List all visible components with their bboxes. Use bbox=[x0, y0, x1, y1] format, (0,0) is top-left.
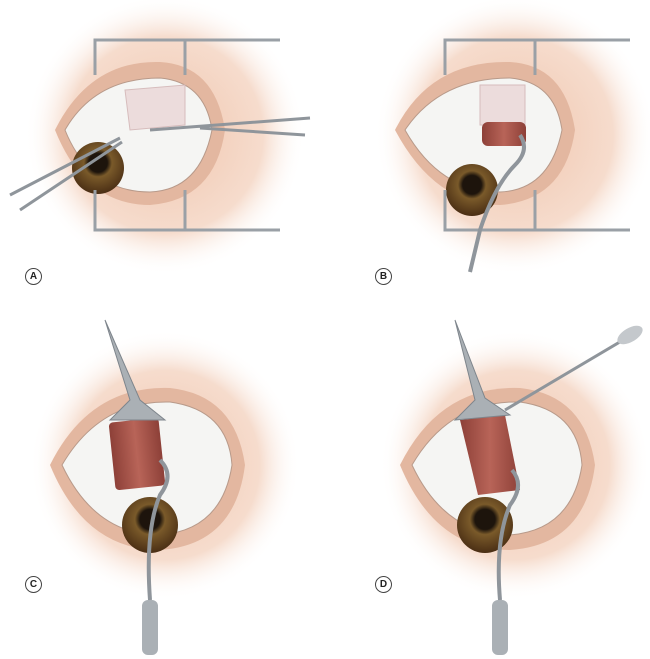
hook-handle bbox=[142, 600, 158, 655]
retractor bbox=[453, 319, 512, 421]
muscle-hook bbox=[468, 133, 526, 273]
panel-label-b: B bbox=[375, 268, 392, 285]
hook-handle bbox=[492, 600, 508, 655]
panel-label-d: D bbox=[375, 576, 392, 593]
cautery-instrument bbox=[504, 328, 641, 412]
speculum-upper bbox=[443, 38, 630, 75]
instrument-tip bbox=[617, 325, 643, 345]
panel-label-a: A bbox=[25, 268, 42, 285]
speculum-lower bbox=[93, 190, 280, 232]
forceps bbox=[9, 136, 123, 212]
muscle-hook bbox=[496, 468, 520, 601]
muscle-hook bbox=[146, 458, 170, 601]
panel-d bbox=[380, 319, 650, 655]
scissors bbox=[149, 116, 311, 137]
speculum-lower bbox=[443, 190, 630, 232]
panel-label-c: C bbox=[25, 576, 42, 593]
muscle-tendon bbox=[479, 84, 526, 126]
panel-c bbox=[30, 319, 300, 655]
muscle-tendon bbox=[124, 84, 186, 131]
iris bbox=[446, 164, 498, 216]
speculum-upper bbox=[93, 38, 280, 75]
panel-b bbox=[375, 0, 650, 275]
muscle-belly bbox=[108, 417, 166, 491]
panel-a bbox=[9, 0, 311, 275]
muscle-belly bbox=[460, 415, 520, 495]
retractor bbox=[104, 319, 167, 421]
muscle-belly bbox=[482, 122, 526, 146]
